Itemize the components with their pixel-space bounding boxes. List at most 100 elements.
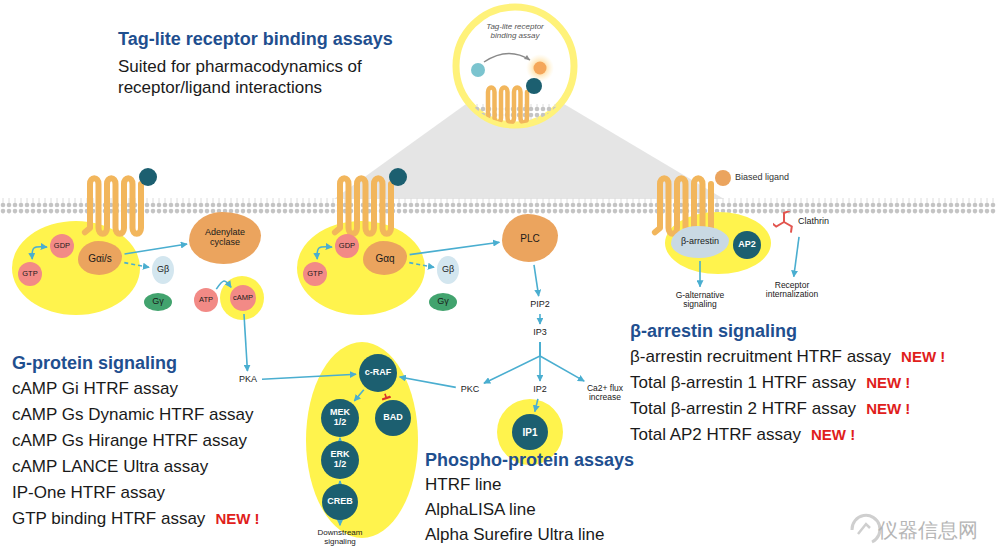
signal-arrow xyxy=(535,399,538,412)
kinase-circle: ERK 1/2 xyxy=(321,441,359,479)
signal-arrow xyxy=(540,342,584,381)
node-text: IP1 xyxy=(522,427,537,438)
signal-arrow xyxy=(317,247,332,260)
node-label: IP3 xyxy=(533,328,547,338)
node-label: IP1 xyxy=(522,427,537,438)
gpcr-receptor xyxy=(85,178,141,233)
node-label: Gγ xyxy=(152,297,164,307)
node-text: GDP xyxy=(54,242,70,250)
arrestin-blob: β-arrestin xyxy=(671,226,729,258)
signal-arrow xyxy=(354,390,364,401)
node-label: Downstream signaling xyxy=(304,529,376,547)
signal-arrow xyxy=(484,342,540,383)
node-text: Gβ xyxy=(157,265,169,275)
highlight-bubble xyxy=(306,342,418,538)
assay-item: Total β-arrestin 2 HTRF assay xyxy=(630,398,856,419)
assay-item: β-arrestin recruitment HTRF assay xyxy=(630,346,891,367)
section-heading: Tag-lite receptor binding assays xyxy=(118,28,393,51)
gdp-token: GDP xyxy=(50,234,74,258)
kinase-label: PKC xyxy=(459,384,482,396)
adaptor-circle: AP2 xyxy=(733,231,761,259)
signal-arrow xyxy=(216,281,231,289)
node-text: ERK 1/2 xyxy=(326,450,354,470)
section-heading: Phospho-protein assays xyxy=(425,449,634,472)
node-label: GDP xyxy=(54,242,70,250)
assay-item: Total AP2 HTRF assay xyxy=(630,424,801,445)
signal-arrow xyxy=(339,438,341,440)
kinase-circle: c-RAF xyxy=(359,354,397,392)
node-label: Receptor internalization xyxy=(755,281,829,300)
node-label: Gαq xyxy=(375,253,394,264)
node-text: PIP2 xyxy=(530,300,550,310)
node-text: MEK 1/2 xyxy=(326,408,354,428)
inhibition-line xyxy=(385,394,386,398)
ligand-ball xyxy=(139,168,157,186)
signal-arrow xyxy=(794,237,799,277)
g-beta-subunit: Gβ xyxy=(437,256,459,284)
protein-circle: BAD xyxy=(375,400,411,436)
node-text: c-RAF xyxy=(365,368,392,378)
messenger-label: IP2 xyxy=(531,384,549,396)
g-beta-subunit: Gβ xyxy=(152,256,174,284)
factor-circle: CREB xyxy=(322,484,358,520)
node-label: PLC xyxy=(520,233,539,244)
highlight-bubble xyxy=(297,221,425,315)
signal-arrow xyxy=(539,314,541,324)
signal-arrow xyxy=(244,314,247,371)
node-label: GDP xyxy=(339,242,355,250)
watermark-logo xyxy=(852,515,880,542)
enzyme-blob: Adenylate cyclase xyxy=(189,212,261,264)
node-label: PIP2 xyxy=(530,300,550,310)
signal-arrow xyxy=(262,374,356,379)
node-text: IP2 xyxy=(533,385,547,395)
new-badge: NEW ! xyxy=(901,348,945,367)
node-text: β-arrestin xyxy=(681,237,719,247)
node-label: Gβ xyxy=(157,265,169,275)
clathrin-triskelion xyxy=(773,211,795,233)
g-alpha-subunit: Gαi/s xyxy=(78,241,122,275)
node-text: Ca2+ flux increase xyxy=(574,384,636,403)
node-label: Clathrin xyxy=(798,217,829,227)
atp-token: ATP xyxy=(194,288,218,312)
assay-item: cAMP LANCE Ultra assay xyxy=(12,456,208,477)
assay-item: cAMP Gs Hirange HTRF assay xyxy=(12,430,247,451)
signal-arrow xyxy=(699,261,701,287)
node-label: PKA xyxy=(239,375,257,385)
node-text: AP2 xyxy=(738,240,756,250)
section-note: Suited for pharmacodynamics of receptor/… xyxy=(118,56,418,99)
assay-item: cAMP Gs Dynamic HTRF assay xyxy=(12,404,254,425)
node-text: PKC xyxy=(461,385,480,395)
enzyme-blob: PLC xyxy=(502,214,558,262)
node-label: Ca2+ flux increase xyxy=(574,384,636,403)
new-badge: NEW ! xyxy=(866,400,910,419)
node-text: G-alternative signaling xyxy=(668,291,732,310)
section-heading: G-protein signaling xyxy=(12,352,177,375)
magnified-view xyxy=(450,7,580,125)
section-heading: β-arrestin signaling xyxy=(630,320,797,343)
clathrin-icon: Clathrin xyxy=(771,210,831,234)
assay-item: AlphaLISA line xyxy=(425,499,536,520)
g-gamma-subunit: Gγ xyxy=(144,293,172,311)
node-text: CREB xyxy=(327,497,353,507)
ligands xyxy=(139,168,731,186)
camp-token: cAMP xyxy=(230,285,256,311)
node-label: PKC xyxy=(461,385,480,395)
highlight-bubble xyxy=(665,212,771,274)
ligand-ball xyxy=(389,168,407,186)
kinase-circle: MEK 1/2 xyxy=(321,399,359,437)
node-text: GTP xyxy=(22,270,37,278)
signal-arrow xyxy=(124,263,149,268)
node-label: MEK 1/2 xyxy=(326,408,354,428)
ligand-ball xyxy=(715,170,731,186)
new-badge: NEW ! xyxy=(866,374,910,393)
node-text: PKA xyxy=(239,375,257,385)
node-text: Gαi/s xyxy=(88,253,112,264)
effect-label: Ca2+ flux increase xyxy=(572,383,638,404)
node-label: Gγ xyxy=(437,297,449,307)
assay-item: GTP binding HTRF assay xyxy=(12,508,205,529)
node-label: CREB xyxy=(327,497,353,507)
gtp-token: GTP xyxy=(303,262,327,286)
signal-arrow xyxy=(339,523,341,525)
node-label: Adenylate cyclase xyxy=(199,228,251,248)
